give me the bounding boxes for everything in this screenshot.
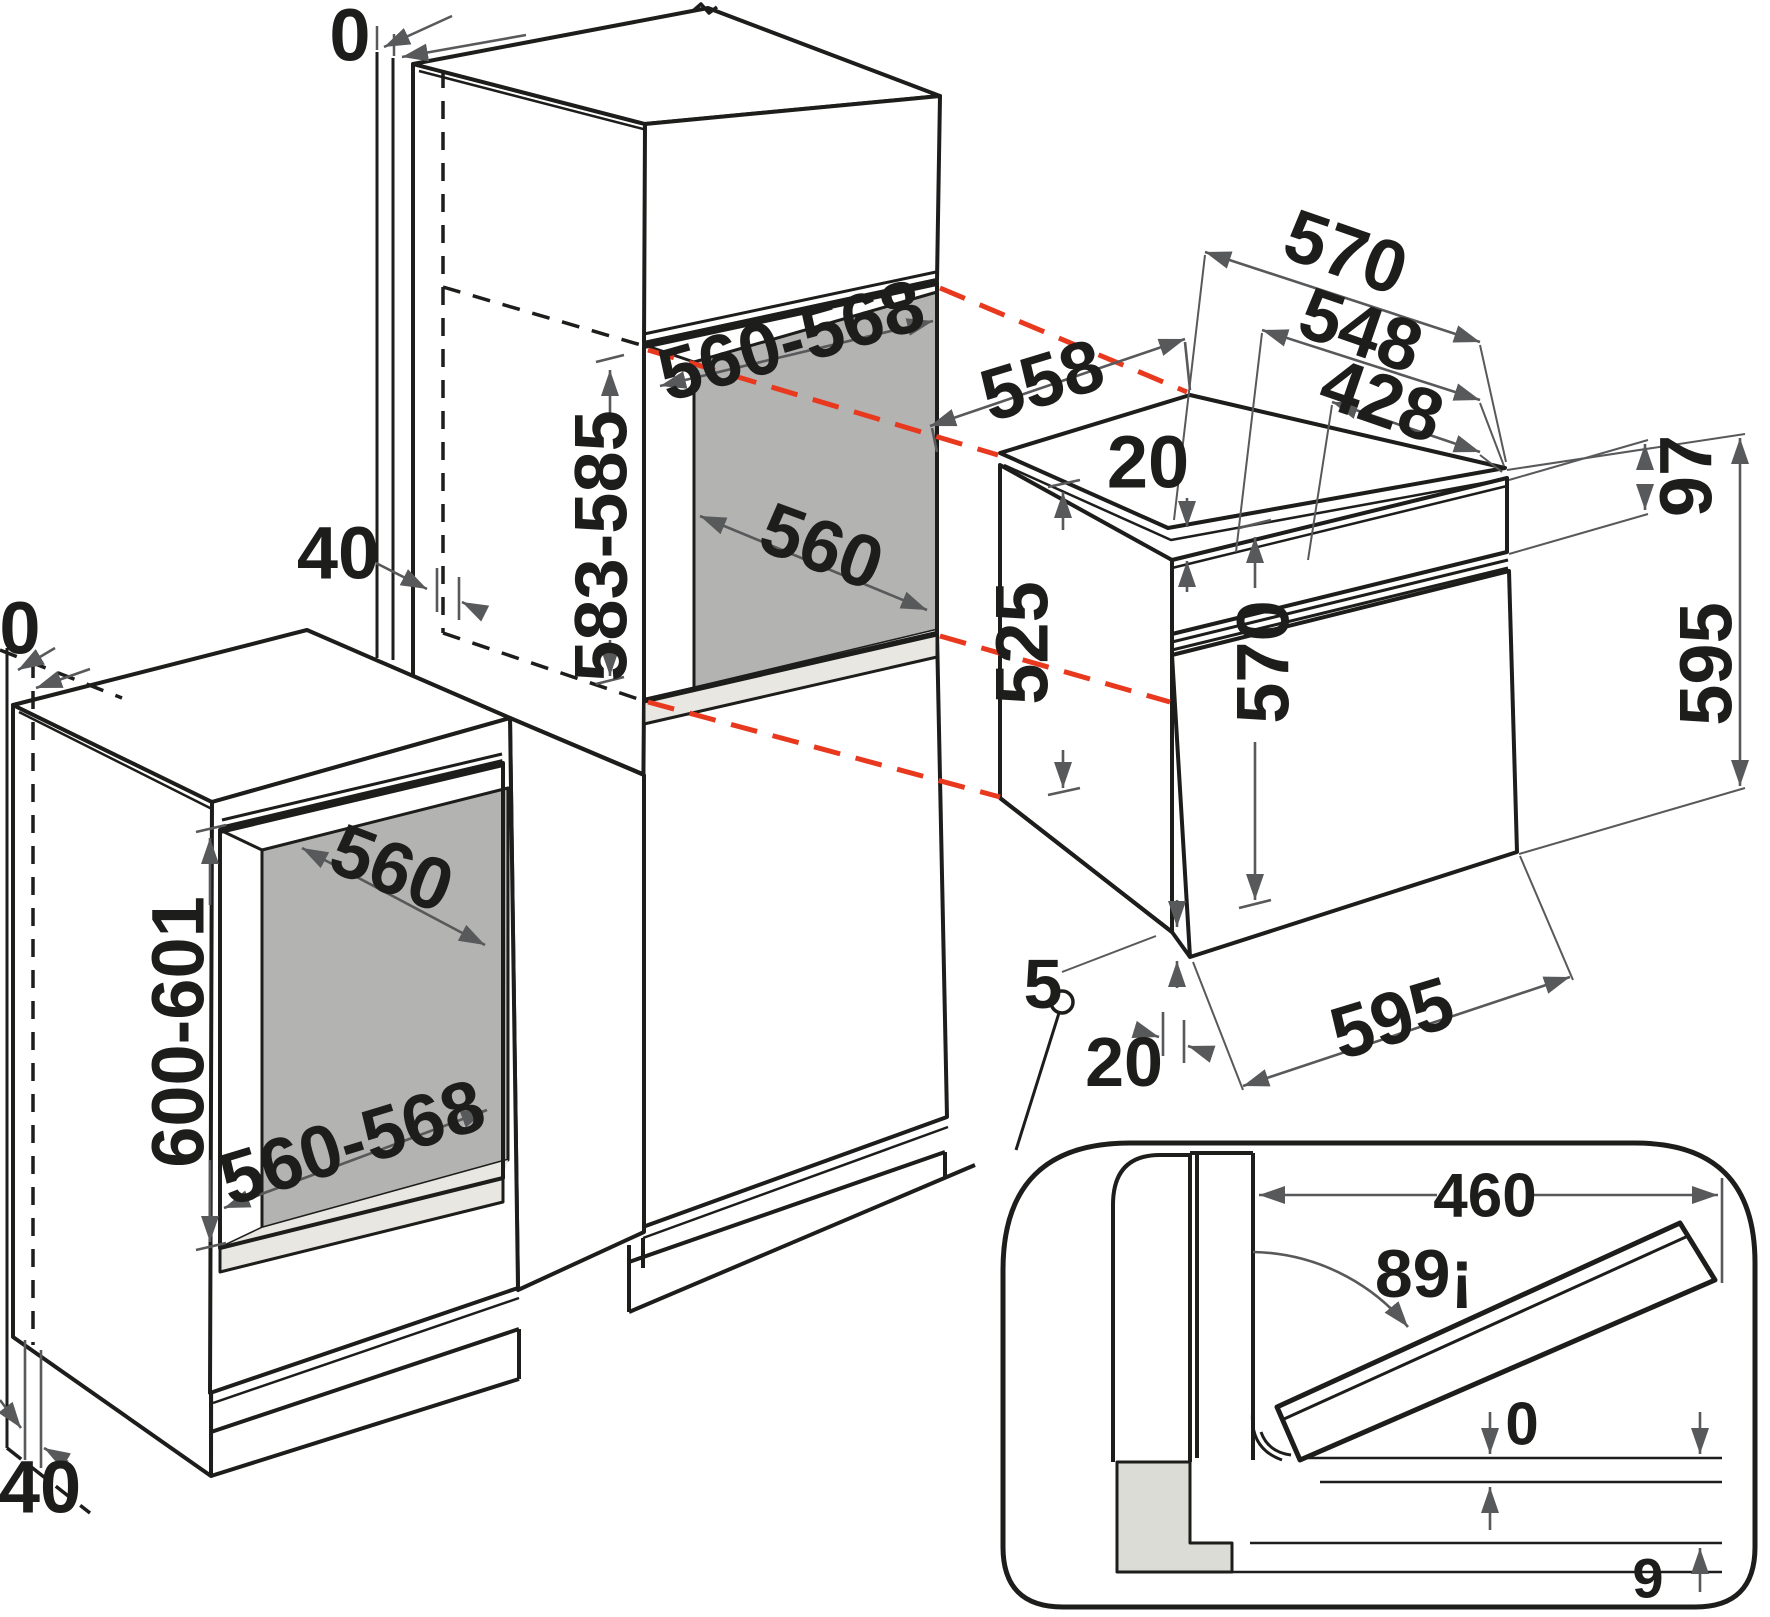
tall-hidden-edges xyxy=(441,70,642,702)
dim-label-base-plinth-40: 40 xyxy=(0,1446,81,1529)
dim-label-tall-rear-40: 40 xyxy=(297,512,379,595)
dim-label-oven-width-595: 595 xyxy=(1321,960,1463,1075)
callout-leader xyxy=(1014,1012,1061,1151)
dim-label-detail-angle-89: 89¡ xyxy=(1375,1236,1473,1312)
dim-label-oven-lip-20: 20 xyxy=(1107,421,1189,504)
inset-open-door xyxy=(1274,1220,1718,1463)
dimension-lines xyxy=(0,14,1749,1592)
dim-label-oven-side-525: 525 xyxy=(981,581,1064,704)
base-cabinet xyxy=(0,628,646,1515)
dim-label-detail-plinth-9: 9 xyxy=(1632,1547,1663,1610)
dim-label-oven-gap-5: 5 xyxy=(1024,945,1063,1023)
dim-label-oven-panel-97: 97 xyxy=(1645,435,1728,517)
dim-label-oven-front-570: 570 xyxy=(1222,600,1305,723)
dim-label-tall-gap-0: 0 xyxy=(329,0,370,77)
dim-label-base-height-600-601: 600-601 xyxy=(137,896,220,1168)
inset-hinge xyxy=(1250,1407,1292,1462)
dim-label-oven-height-595: 595 xyxy=(1665,602,1748,725)
dim-label-oven-top-558: 558 xyxy=(971,322,1113,437)
dim-label-detail-gap-0: 0 xyxy=(1505,1391,1538,1458)
oven xyxy=(998,393,1519,959)
dim-label-oven-bottom-20: 20 xyxy=(1085,1023,1163,1101)
detail-callout xyxy=(1014,989,1075,1151)
inset-cabinet-panel xyxy=(1111,1153,1192,1462)
dim-label-tall-height-583-585: 583-585 xyxy=(560,410,643,682)
dim-label-base-gap-0: 0 xyxy=(0,587,41,670)
wall-hook-notch xyxy=(691,2,719,15)
callout-circle xyxy=(1049,989,1075,1015)
dim-label-detail-door-460: 460 xyxy=(1433,1162,1536,1231)
door-detail-inset xyxy=(1000,1140,1758,1610)
